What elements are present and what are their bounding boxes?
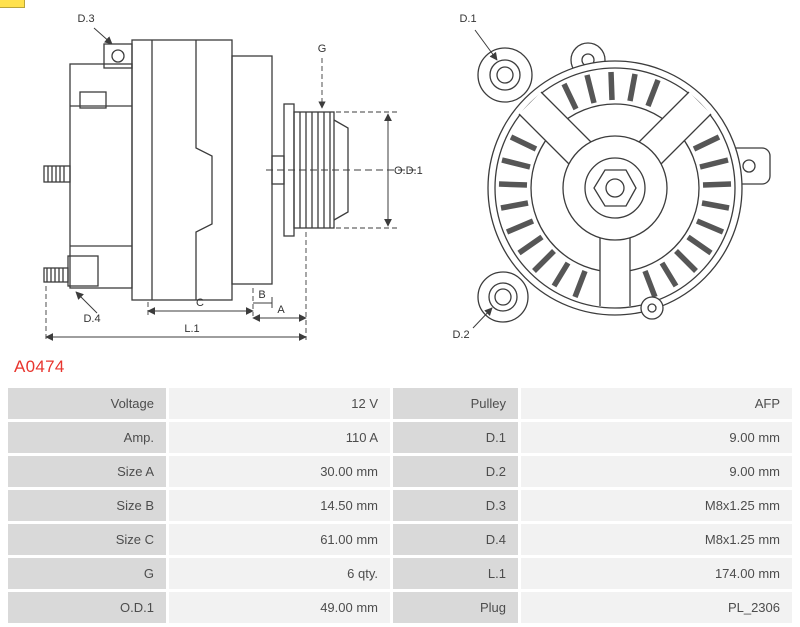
alternator-front-view: D.1 D.2	[452, 13, 771, 341]
pulley-hub	[562, 135, 668, 241]
spec-value-d4: M8x1.25 mm	[521, 524, 792, 555]
alternator-drawing-svg: O.D.1 G D.3 D.4 C	[43, 13, 771, 341]
part-number: A0474	[14, 357, 65, 376]
vent-slots	[498, 71, 732, 298]
rear-housing	[69, 63, 133, 289]
spec-value-pulley: AFP	[521, 388, 792, 419]
spec-label-d4: D.4	[393, 524, 518, 555]
spec-label-l1: L.1	[393, 558, 518, 589]
dim-label-b: B	[258, 289, 265, 301]
spec-value-size-a: 30.00 mm	[169, 456, 390, 487]
spec-label-g: G	[8, 558, 166, 589]
dim-label-d4: D.4	[83, 313, 100, 325]
spec-value-od1: 49.00 mm	[169, 592, 390, 623]
spec-value-plug: PL_2306	[521, 592, 792, 623]
dim-g: G	[318, 43, 327, 109]
drain-hole	[640, 296, 664, 320]
spec-value-g: 6 qty.	[169, 558, 390, 589]
spec-label-voltage: Voltage	[8, 388, 166, 419]
dim-a: A	[252, 232, 307, 340]
spec-value-d1: 9.00 mm	[521, 422, 792, 453]
spec-label-d3: D.3	[393, 490, 518, 521]
spec-label-pulley: Pulley	[393, 388, 518, 419]
spec-value-l1: 174.00 mm	[521, 558, 792, 589]
dim-label-d3: D.3	[77, 13, 94, 25]
dim-label-od1: O.D.1	[394, 165, 423, 177]
spec-value-size-b: 14.50 mm	[169, 490, 390, 521]
dim-l1: L.1	[45, 286, 307, 341]
spec-value-size-c: 61.00 mm	[169, 524, 390, 555]
dim-d3: D.3	[77, 13, 113, 45]
spokes	[518, 91, 712, 306]
spec-label-od1: O.D.1	[8, 592, 166, 623]
alternator-side-view: O.D.1 G D.3 D.4 C	[43, 13, 423, 341]
logo-fragment	[0, 0, 25, 8]
spec-label-size-c: Size C	[8, 524, 166, 555]
dim-od1: O.D.1	[336, 111, 423, 229]
mounting-bolt	[43, 255, 99, 287]
dim-label-d2: D.2	[452, 329, 469, 341]
spec-label-size-a: Size A	[8, 456, 166, 487]
technical-drawing: O.D.1 G D.3 D.4 C	[43, 13, 771, 341]
spec-label-d1: D.1	[393, 422, 518, 453]
spec-value-amp: 110 A	[169, 422, 390, 453]
alternator-body	[103, 39, 285, 301]
spec-label-plug: Plug	[393, 592, 518, 623]
spec-value-voltage: 12 V	[169, 388, 390, 419]
dim-label-d1: D.1	[459, 13, 476, 25]
front-housing-rim	[494, 67, 736, 309]
dim-label-g: G	[318, 43, 327, 55]
dim-label-a: A	[277, 304, 285, 316]
terminal-stud	[43, 165, 71, 183]
spec-label-amp: Amp.	[8, 422, 166, 453]
dim-b: B	[253, 289, 273, 308]
dim-d4: D.4	[75, 291, 101, 325]
spec-label-d2: D.2	[393, 456, 518, 487]
spec-value-d3: M8x1.25 mm	[521, 490, 792, 521]
dim-label-c: C	[196, 297, 204, 309]
dim-d1: D.1	[459, 13, 498, 61]
spec-table: Voltage 12 V Pulley AFP Amp. 110 A D.1 9…	[8, 388, 792, 623]
shaft-nut	[593, 169, 637, 207]
spec-label-size-b: Size B	[8, 490, 166, 521]
mounting-ear-top	[477, 47, 533, 103]
dim-label-l1: L.1	[184, 323, 199, 335]
spec-value-d2: 9.00 mm	[521, 456, 792, 487]
dim-d2: D.2	[452, 307, 493, 341]
dim-c: C	[147, 288, 254, 316]
